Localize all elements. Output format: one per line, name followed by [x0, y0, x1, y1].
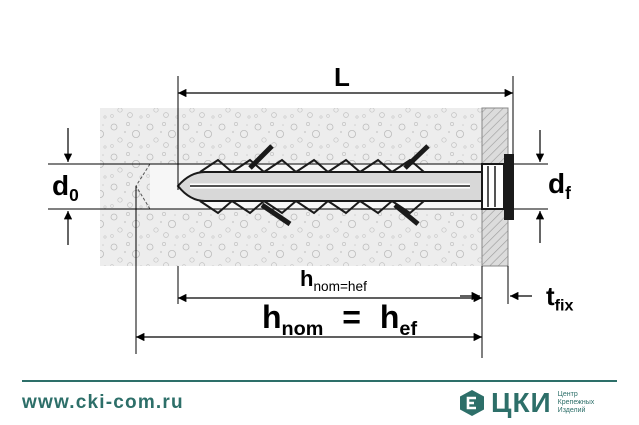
- label-hnom-main: h: [262, 299, 282, 335]
- label-hnom-hef-upper-main: h: [300, 266, 314, 291]
- anchor-collar: [481, 163, 505, 210]
- label-tfix-main: t: [546, 281, 555, 311]
- label-hnom-hef-upper-sub: nom=hef: [313, 278, 367, 294]
- label-df: df: [548, 168, 571, 204]
- label-hef-main: h: [379, 299, 400, 335]
- logo-subtitle-line-3: Изделий: [557, 407, 586, 414]
- logo-hex-icon: [460, 390, 484, 416]
- label-hnom-sub: nom: [281, 317, 324, 340]
- label-df-main: d: [548, 168, 566, 199]
- label-hnom-hef-upper: hnom=hef: [300, 266, 367, 294]
- footer-divider: [22, 380, 617, 382]
- label-d0-sub: 0: [69, 185, 79, 206]
- label-tfix: tfix: [546, 281, 573, 316]
- label-hef-sub: ef: [399, 317, 418, 340]
- anchor-flange: [504, 154, 514, 220]
- label-hnom-hef-lower: hnom = hef: [262, 299, 417, 341]
- footer-url[interactable]: www.cki-com.ru: [22, 392, 184, 413]
- logo-text: ЦКИ: [491, 387, 552, 418]
- label-d0: d0: [52, 170, 79, 206]
- company-logo: ЦКИ Центр Крепежных Изделий: [459, 387, 595, 418]
- label-tfix-sub: fix: [554, 296, 574, 315]
- logo-subtitle-line-1: Центр: [557, 391, 578, 398]
- logo-subtitle-line-2: Крепежных: [557, 399, 595, 406]
- label-df-sub: f: [565, 183, 571, 204]
- label-L: L: [334, 62, 350, 92]
- label-equals: =: [342, 299, 361, 335]
- label-d0-main: d: [52, 170, 70, 201]
- logo-subtitle: Центр Крепежных Изделий: [558, 391, 595, 415]
- anchor-dowel: [176, 144, 486, 227]
